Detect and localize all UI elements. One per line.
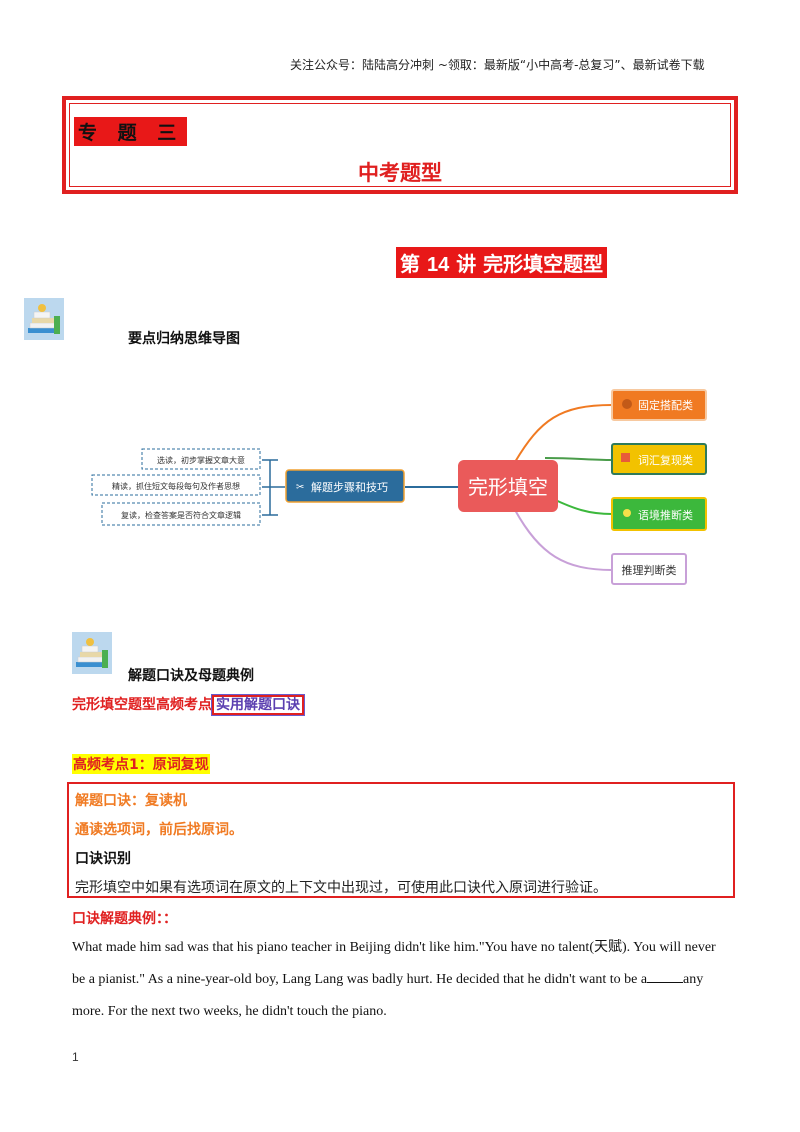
example-line-3: more. For the next two weeks, he didn't … bbox=[72, 1004, 387, 1019]
tip-box: 解题口诀：复读机 通读选项词，前后找原词。 口诀识别 完形填空中如果有选项词在原… bbox=[67, 782, 735, 898]
mindmap-node-context-inference-label: 语境推断类 bbox=[638, 508, 693, 522]
mindmap-heading: 要点归纳思维导图 bbox=[128, 331, 240, 347]
tip-recognition-heading: 口诀识别 bbox=[75, 851, 131, 867]
freq-prefix: 完形填空题型高频考点 bbox=[72, 697, 212, 713]
freq-line: 完形填空题型高频考点实用解题口诀 bbox=[72, 694, 305, 716]
mindmap-leaf-intensive-label: 精读，抓住短文每段每句及作者思想 bbox=[112, 481, 240, 491]
mindmap-node-fixed-collocation bbox=[611, 389, 707, 421]
answer-blank[interactable] bbox=[647, 970, 684, 983]
example-line-2: be a pianist." As a nine-year-old boy, L… bbox=[72, 964, 732, 996]
page-number: 1 bbox=[72, 1050, 79, 1064]
mindmap-leaf-intensive bbox=[91, 474, 261, 496]
mindmap-leaf-review-label: 复读，检查答案是否符合文章逻辑 bbox=[121, 510, 241, 520]
books-icon bbox=[24, 298, 64, 340]
connector-reasoning bbox=[514, 509, 613, 571]
steps-node-icon: ✂ bbox=[296, 482, 304, 493]
example-line-2-tail: any bbox=[683, 972, 704, 987]
lecture-suffix: 讲 完形填空题型 bbox=[456, 252, 604, 276]
mindmap-center-label: 完形填空 bbox=[468, 475, 548, 499]
key-point-1-title: 高频考点1：原词复现 bbox=[72, 754, 210, 774]
example-line-2-text: be a pianist." As a nine-year-old boy, L… bbox=[72, 972, 648, 987]
lecture-prefix: 第 bbox=[400, 252, 420, 276]
mindmap-leaf-skim-label: 选读，初步掌握文章大意 bbox=[157, 455, 245, 465]
tools-icon bbox=[621, 453, 630, 462]
tip-rule: 通读选项词，前后找原词。 bbox=[75, 822, 243, 838]
mindmap-steps-node bbox=[285, 469, 405, 503]
header-note: 关注公众号：陆陆高分冲刺 ~领取：最新版“小中高考-总复习”、最新试卷下载 bbox=[290, 58, 705, 72]
connector-left-bracket bbox=[262, 459, 285, 516]
mindmap: 完形填空 ✂ 解题步骤和技巧 选读，初步掌握文章大意 精读，抓住短文每段每句及作… bbox=[91, 389, 707, 585]
topic-label: 专 题 三 bbox=[74, 117, 188, 146]
example-line-1: What made him sad was that his piano tea… bbox=[72, 940, 716, 955]
tips-heading: 解题口诀及母题典例 bbox=[128, 668, 254, 684]
tip-mnemonic: 解题口诀：复读机 bbox=[75, 793, 187, 809]
topic-banner-inner-border bbox=[69, 103, 731, 187]
mindmap-node-vocab-recurrence-label: 词汇复现类 bbox=[638, 453, 693, 467]
lecture-title: 第 14 讲 完形填空题型 bbox=[396, 247, 608, 278]
books-icon bbox=[72, 632, 112, 674]
tip-recognition-text: 完形填空中如果有选项词在原文的上下文中出现过，可使用此口诀代入原词进行验证。 bbox=[75, 880, 607, 896]
example-heading: 口诀解题典例：： bbox=[72, 911, 177, 927]
connector-vocab-recurrence bbox=[544, 457, 613, 461]
mindmap-node-context-inference bbox=[611, 497, 707, 531]
freq-boxed-label: 实用解题口诀 bbox=[211, 694, 305, 716]
bulb-icon bbox=[623, 509, 631, 517]
mindmap-leaf-skim bbox=[141, 448, 261, 470]
mindmap-node-reasoning-label: 推理判断类 bbox=[622, 563, 677, 577]
lecture-number: 14 bbox=[426, 254, 450, 276]
mindmap-node-fixed-collocation-label: 固定搭配类 bbox=[638, 398, 693, 412]
topic-banner: 专 题 三 中考题型 bbox=[62, 96, 738, 194]
mindmap-node-reasoning bbox=[611, 553, 687, 585]
mindmap-center-node bbox=[458, 460, 558, 512]
connector-fixed-collocation bbox=[514, 404, 613, 463]
mindmap-node-vocab-recurrence bbox=[611, 443, 707, 475]
puzzle-icon bbox=[622, 399, 632, 409]
topic-title: 中考题型 bbox=[358, 161, 442, 185]
mindmap-steps-label: 解题步骤和技巧 bbox=[311, 480, 388, 494]
mindmap-leaf-review bbox=[101, 502, 261, 526]
